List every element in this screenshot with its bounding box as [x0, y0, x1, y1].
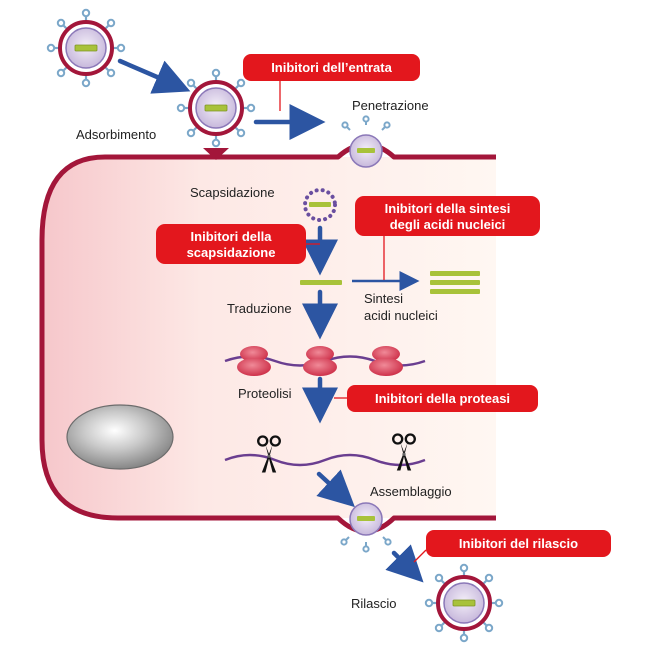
membrane-attachment — [203, 148, 229, 160]
inhibitor-synthesis-label-2: degli acidi nucleici — [390, 217, 506, 232]
label-sintesi-2: acidi nucleici — [364, 308, 438, 323]
inhibitor-release-label: Inibitori del rilascio — [459, 536, 578, 551]
inhibitor-uncoating-label-1: Inibitori della — [191, 229, 273, 244]
nucleus-icon — [66, 404, 174, 470]
nucleic-acid-icon — [300, 280, 342, 285]
uncoating-capsid — [303, 188, 337, 222]
ribosome-icon — [237, 346, 271, 376]
inhibitor-synthesis-label-1: Inibitori della sintesi — [385, 201, 511, 216]
virus-icon — [424, 563, 504, 643]
label-adsorbimento: Adsorbimento — [76, 127, 156, 142]
virus-icon — [340, 502, 392, 553]
label-rilascio: Rilascio — [351, 596, 397, 611]
inhibitor-entry: Inibitori dell’entrata — [243, 54, 420, 81]
arrow-assembly — [316, 469, 355, 508]
polyprotein-strand — [224, 453, 426, 467]
inhibitor-uncoating: Inibitori della scapsidazione — [156, 224, 306, 264]
ribosome-icon — [303, 346, 337, 376]
inhibitor-synthesis: Inibitori della sintesi degli acidi nucl… — [355, 196, 540, 236]
arrow-adsorption — [117, 58, 191, 94]
arrow-release — [385, 544, 424, 583]
inhibitor-protease: Inibitori della proteasi — [347, 385, 538, 412]
inhibitor-protease-label: Inibitori della proteasi — [375, 391, 510, 406]
label-assemblaggio: Assemblaggio — [370, 484, 452, 499]
virus-icon — [341, 115, 391, 168]
nucleic-acid-icon — [430, 271, 480, 294]
label-penetrazione: Penetrazione — [352, 98, 429, 113]
inhibitor-uncoating-label-2: scapsidazione — [187, 245, 276, 260]
virus-icon — [176, 68, 256, 148]
inhibitor-release: Inibitori del rilascio — [426, 530, 611, 557]
flow-arrows — [117, 58, 424, 583]
virus-icon — [46, 8, 126, 88]
ribosome-icon — [369, 346, 403, 376]
inhibitor-connectors — [279, 80, 427, 563]
label-traduzione: Traduzione — [227, 301, 292, 316]
label-scapsidazione: Scapsidazione — [190, 185, 275, 200]
label-sintesi-1: Sintesi — [364, 291, 403, 306]
inhibitor-entry-label: Inibitori dell’entrata — [271, 60, 392, 75]
label-proteolisi: Proteolisi — [238, 386, 292, 401]
